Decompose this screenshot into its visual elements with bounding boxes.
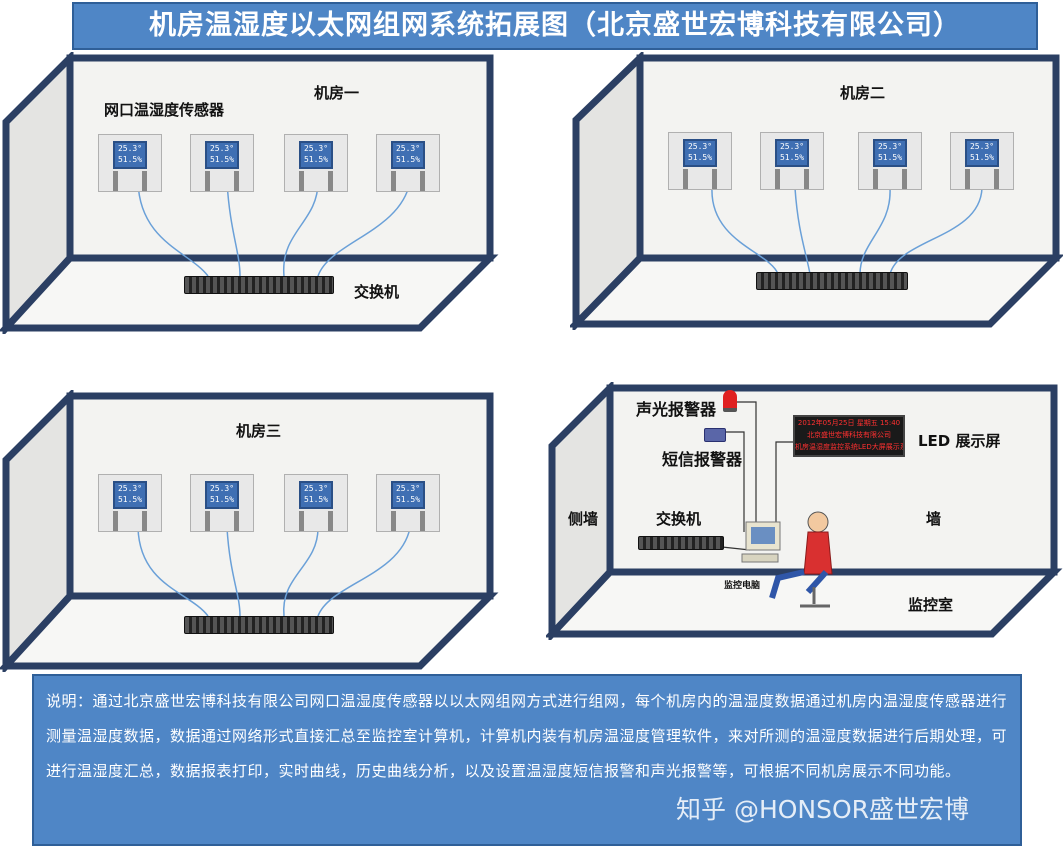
room-1-switch xyxy=(184,276,334,294)
sensor-2-1: 25.3°51.5% xyxy=(668,132,732,190)
room-2: 机房二 25.3°51.5% 25.3°51.5% 25.3°51.5% 25.… xyxy=(570,52,1063,330)
sensor-type-label: 网口温湿度传感器 xyxy=(104,101,225,119)
sensor-display: 25.3°51.5% xyxy=(113,481,147,509)
sensor-display: 25.3°51.5% xyxy=(205,141,239,169)
sensor-display: 25.3°51.5% xyxy=(113,141,147,169)
led-display-label: LED 展示屏 xyxy=(918,432,1001,450)
sensor-display: 25.3°51.5% xyxy=(965,139,999,167)
sms-alarm-label: 短信报警器 xyxy=(662,450,743,469)
sensor-display: 25.3°51.5% xyxy=(873,139,907,167)
room-3-name: 机房三 xyxy=(236,422,282,440)
sensor-display: 25.3°51.5% xyxy=(299,141,333,169)
room-1-switch-label: 交换机 xyxy=(354,283,400,301)
led-line-2: 北京盛世宏博科技有限公司 xyxy=(807,431,891,439)
alarm-light-icon xyxy=(723,390,737,412)
room-2-switch xyxy=(756,272,908,290)
side-wall-label: 侧墙 xyxy=(568,510,599,528)
room-3: 机房三 25.3°51.5% 25.3°51.5% 25.3°51.5% 25.… xyxy=(0,390,500,672)
sensor-2-2: 25.3°51.5% xyxy=(760,132,824,190)
sensor-1-3: 25.3°51.5% xyxy=(284,134,348,192)
led-line-3: 机房温湿度监控系统LED大屏展示系统 xyxy=(795,443,905,451)
sensor-display: 25.3°51.5% xyxy=(391,481,425,509)
sensor-1-4: 25.3°51.5% xyxy=(376,134,440,192)
monitor-room-name: 监控室 xyxy=(908,596,954,614)
sensor-3-2: 25.3°51.5% xyxy=(190,474,254,532)
monitor-switch-label: 交换机 xyxy=(656,510,702,528)
audio-alarm-label: 声光报警器 xyxy=(636,400,717,419)
sensor-3-3: 25.3°51.5% xyxy=(284,474,348,532)
sensor-3-4: 25.3°51.5% xyxy=(376,474,440,532)
room-1: 机房一 网口温湿度传感器 25.3°51.5% 25.3°51.5% 25.3°… xyxy=(0,52,500,334)
diagram-title: 机房温湿度以太网组网系统拓展图（北京盛世宏博科技有限公司） xyxy=(72,2,1038,50)
monitor-switch xyxy=(638,536,724,550)
sensor-1-2: 25.3°51.5% xyxy=(190,134,254,192)
sensor-2-4: 25.3°51.5% xyxy=(950,132,1014,190)
led-line-1: 2012年05月25日 星期五 15:40 xyxy=(797,419,901,427)
room-2-name: 机房二 xyxy=(840,84,886,102)
sensor-display: 25.3°51.5% xyxy=(775,139,809,167)
sensor-2-3: 25.3°51.5% xyxy=(858,132,922,190)
sensor-display: 25.3°51.5% xyxy=(391,141,425,169)
sensor-3-1: 25.3°51.5% xyxy=(98,474,162,532)
sensor-display: 25.3°51.5% xyxy=(205,481,239,509)
room-2-frame xyxy=(570,52,1063,330)
sensor-1-1: 25.3°51.5% xyxy=(98,134,162,192)
watermark: 知乎 @HONSOR盛世宏博 xyxy=(676,795,970,824)
room-1-name: 机房一 xyxy=(314,84,360,102)
sensor-display: 25.3°51.5% xyxy=(683,139,717,167)
sensor-display: 25.3°51.5% xyxy=(299,481,333,509)
sms-modem-icon xyxy=(704,428,726,442)
description-box: 说明：通过北京盛世宏博科技有限公司网口温湿度传感器以以太网组网方式进行组网，每个… xyxy=(32,674,1022,846)
led-display: 2012年05月25日 星期五 15:40 北京盛世宏博科技有限公司 机房温湿度… xyxy=(793,415,905,457)
computer-label: 监控电脑 xyxy=(724,581,761,591)
wall-label: 墙 xyxy=(926,510,942,528)
room-3-switch xyxy=(184,616,334,634)
